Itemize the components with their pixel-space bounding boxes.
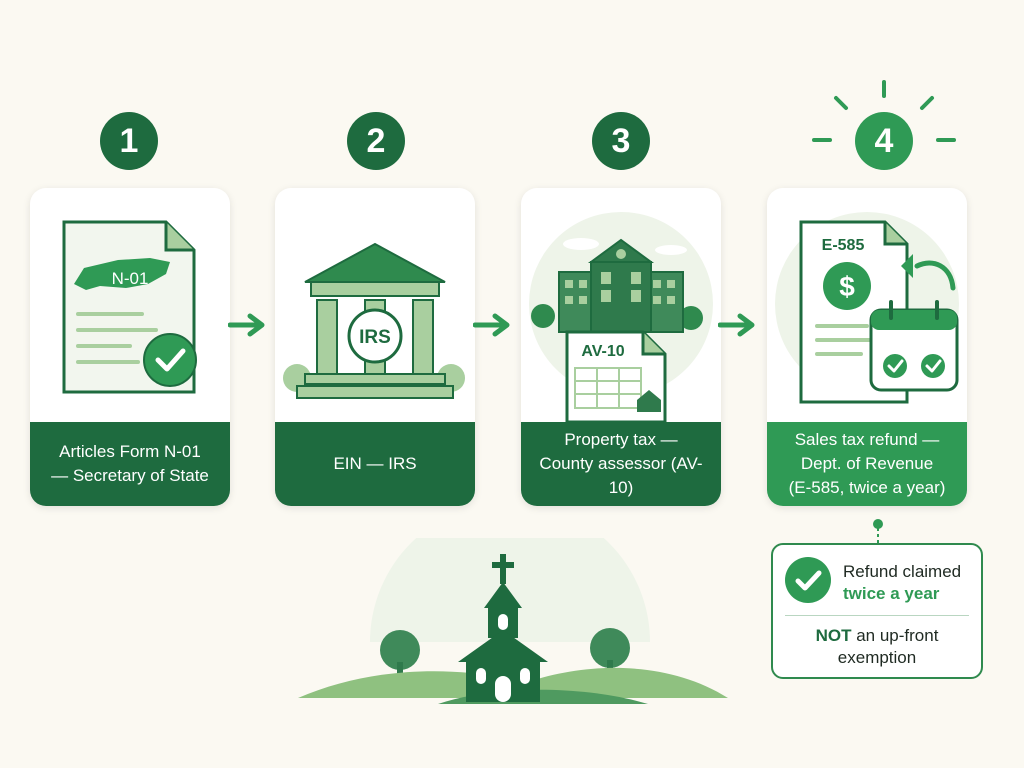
sales-tax-refund-icon: E-585 $ — [775, 212, 959, 404]
step-3-number: 3 — [611, 121, 631, 160]
irs-building-icon: IRS — [283, 242, 465, 399]
state-map-shape — [74, 258, 170, 290]
step-1-number: 1 — [119, 121, 139, 160]
step-1-label: Articles Form N-01 — Secretary of State — [30, 422, 230, 506]
step-2-number: 2 — [366, 121, 386, 160]
step-2-badge: 2 — [347, 112, 405, 170]
step-4-label-line2: Dept. of Revenue — [800, 454, 934, 473]
note-line-2: twice a year — [843, 584, 940, 603]
county-assessor-icon: AV-10 — [529, 212, 713, 422]
card-4-doc-code: E-585 — [822, 237, 865, 254]
irs-seal-text: IRS — [359, 327, 391, 348]
refund-arrow-icon — [914, 260, 956, 291]
step-4-label-line3: (E-585, twice a year) — [788, 478, 946, 497]
arrow-right-icon — [473, 313, 510, 337]
house-icon — [637, 390, 661, 412]
step-1-badge: 1 — [100, 112, 158, 170]
step-4-badge: 4 — [855, 112, 913, 170]
note-exemption-text: NOT an up-front exemption — [773, 625, 981, 669]
step-4-card: E-585 $ Sales tax refund — Dept. of Reve… — [767, 188, 967, 506]
church-illustration — [298, 538, 728, 704]
step-4-label: Sales tax refund — Dept. of Revenue (E-5… — [767, 422, 967, 506]
arrow-right-icon — [228, 313, 265, 337]
step-4-label-line1: Sales tax refund — — [794, 430, 940, 449]
step-3-label: Property tax — County assessor (AV-10) — [521, 422, 721, 506]
currency-symbol: $ — [839, 271, 855, 302]
checkmark-icon — [785, 557, 831, 603]
step-3-badge: 3 — [592, 112, 650, 170]
step-2-label: EIN — IRS — [275, 422, 475, 506]
step-4-number: 4 — [874, 121, 894, 160]
step-1-label-line2: — Secretary of State — [51, 466, 209, 485]
note-line-1: Refund claimed — [843, 562, 962, 581]
note-not-word: NOT — [815, 626, 852, 645]
step-2-card: IRS EIN — IRS — [275, 188, 475, 506]
step-3-label-line2: County assessor (AV-10) — [539, 454, 703, 497]
articles-document-icon: N-01 — [62, 220, 197, 394]
note-divider — [785, 615, 969, 616]
card-3-doc-code: AV-10 — [581, 343, 624, 360]
step-1-label-line1: Articles Form N-01 — [59, 442, 201, 461]
irs-seal-icon — [347, 308, 403, 364]
step-3-card: AV-10 Property tax — County assessor (AV… — [521, 188, 721, 506]
note-rest-line2: exemption — [837, 648, 917, 667]
arrow-right-icon — [718, 313, 755, 337]
note-rest-line1: an up-front — [851, 626, 939, 645]
refund-note-box: Refund claimed twice a year NOT an up-fr… — [771, 543, 983, 679]
highlight-rays-icon — [812, 80, 956, 142]
step-2-label-line1: EIN — IRS — [333, 454, 417, 473]
card-1-doc-code: N-01 — [112, 269, 149, 288]
step-3-label-line1: Property tax — — [564, 430, 678, 449]
dollar-coin-icon — [823, 262, 871, 310]
note-connector — [873, 519, 883, 546]
approved-seal-icon — [143, 333, 197, 387]
step-1-card: N-01 Articles Form N-01 — Secretary of S… — [30, 188, 230, 506]
